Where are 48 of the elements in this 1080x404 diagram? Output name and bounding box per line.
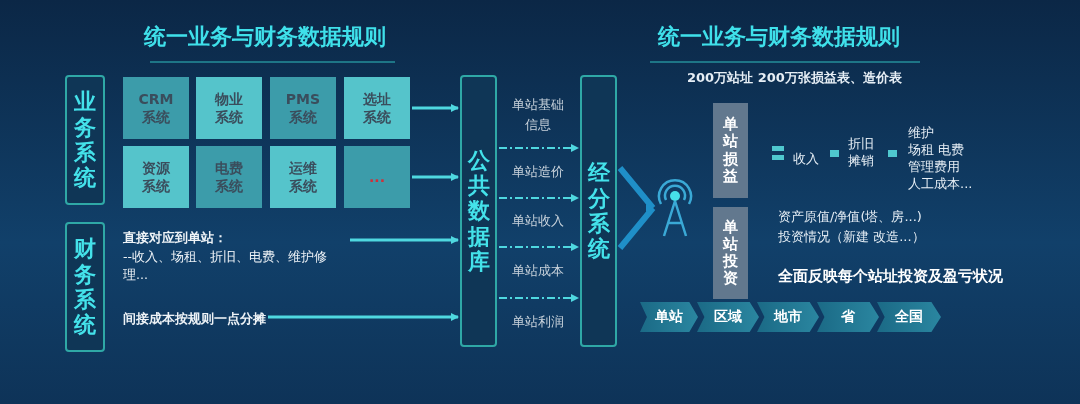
chevron-step: 全国	[877, 302, 941, 332]
system-box: 经分系统	[580, 75, 617, 347]
heading: 统一业务与财务数据规则	[658, 23, 900, 51]
system-box: 电费系统	[196, 146, 262, 208]
chevron-step: 省	[817, 302, 879, 332]
item-text: 维护	[908, 124, 934, 142]
arrow	[412, 104, 459, 112]
system-box: CRM系统	[123, 77, 189, 139]
system-box: 资源系统	[123, 146, 189, 208]
flow-label: 单站收入	[511, 212, 565, 230]
flow-label: 单站利润	[511, 313, 565, 331]
heading: 统一业务与财务数据规则	[144, 24, 386, 49]
text-note: 间接成本按规则一点分摊	[123, 311, 266, 326]
arrow	[268, 313, 459, 321]
chevron-step: 单站	[640, 302, 698, 332]
system-box: 公共数据库	[460, 75, 497, 347]
arrow	[350, 236, 459, 244]
item-text: 收入	[793, 150, 819, 168]
flow-label: 单站基础信息	[511, 96, 565, 134]
flow-label: 单站造价	[511, 163, 565, 181]
system-box: 业务系统	[65, 75, 105, 205]
system-box: ...	[344, 146, 410, 208]
arrow	[498, 294, 579, 302]
chevron-arrow	[617, 165, 656, 251]
chevron-step: 地市	[757, 302, 819, 332]
subheading: 200万站址 200万张损益表、造价表	[687, 69, 902, 87]
item-text: 折旧摊销	[848, 136, 875, 170]
system-box: 物业系统	[196, 77, 262, 139]
system-box: 运维系统	[270, 146, 336, 208]
item-text: 管理费用	[908, 158, 960, 176]
system-box: 选址系统	[344, 77, 410, 139]
text-heading: 直接对应到单站：	[123, 229, 227, 247]
system-box: 财务系统	[65, 222, 105, 352]
arrow	[412, 173, 459, 181]
item-text: 场租 电费	[908, 141, 965, 159]
system-box: 单站损益	[713, 103, 748, 198]
arrow	[498, 144, 579, 152]
flow-label: 单站成本	[511, 262, 565, 280]
arrow	[498, 243, 579, 251]
system-box: PMS系统	[270, 77, 336, 139]
item-text: 资产原值/净值(塔、房...)	[778, 208, 922, 226]
chevron-step: 区域	[697, 302, 759, 332]
item-text: 人工成本...	[908, 175, 973, 193]
system-box: 单站投资	[713, 207, 748, 299]
arrow	[498, 194, 579, 202]
summary-text: 全面反映每个站址投资及盈亏状况	[778, 267, 1003, 286]
item-text: 投资情况（新建 改造...）	[778, 228, 925, 246]
text-note: --收入、场租、折旧、电费、维护修理...	[123, 247, 329, 285]
